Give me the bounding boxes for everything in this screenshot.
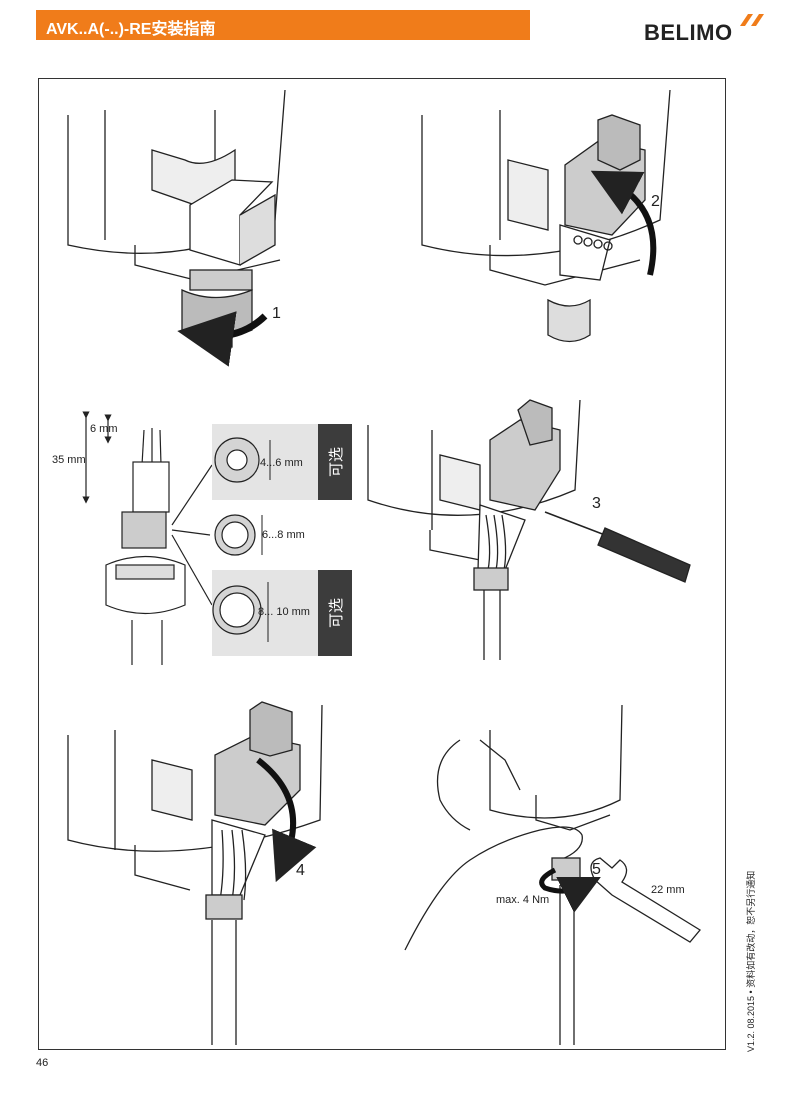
- seal-option-2: [214, 514, 263, 556]
- document-title: AVK..A(-..)-RE安装指南: [46, 21, 216, 38]
- wrench-size-label: 22 mm: [651, 884, 685, 896]
- step-number-4: 4: [296, 862, 305, 879]
- version-note: V1.2. 08.2015 • 资料如有改动，恕不另行通知: [746, 870, 756, 1052]
- panel-step-3: [367, 399, 691, 660]
- strip-length-short: 6 mm: [90, 423, 118, 435]
- step-number-1: 1: [272, 305, 281, 322]
- illustration-frame: [38, 78, 726, 1050]
- belimo-logo: BELIMO: [644, 14, 774, 48]
- step-number-2: 2: [651, 193, 660, 210]
- panel-cable-preparation: [82, 411, 213, 665]
- seal-size-3: 8... 10 mm: [258, 606, 310, 618]
- panel-step-5: [404, 704, 701, 1045]
- seal-option-3: [212, 570, 352, 656]
- panel-step-4: [67, 701, 323, 1045]
- optional-label-1: 可选: [328, 447, 345, 477]
- seal-size-2: 6...8 mm: [262, 529, 305, 541]
- strip-length-long: 35 mm: [52, 454, 86, 466]
- seal-size-1: 4...6 mm: [260, 457, 303, 469]
- torque-label: max. 4 Nm: [496, 894, 549, 906]
- optional-label-2: 可选: [328, 598, 345, 628]
- step-number-3: 3: [592, 495, 601, 512]
- panel-step-1: [67, 89, 286, 348]
- logo-text: BELIMO: [644, 20, 733, 45]
- seal-option-1: [212, 424, 352, 500]
- logo-mark-icon: [740, 14, 764, 26]
- panel-step-2: [421, 89, 671, 343]
- header-bar: AVK..A(-..)-RE安装指南: [36, 10, 530, 40]
- page-number: 46: [36, 1057, 49, 1069]
- step-number-5: 5: [592, 861, 601, 878]
